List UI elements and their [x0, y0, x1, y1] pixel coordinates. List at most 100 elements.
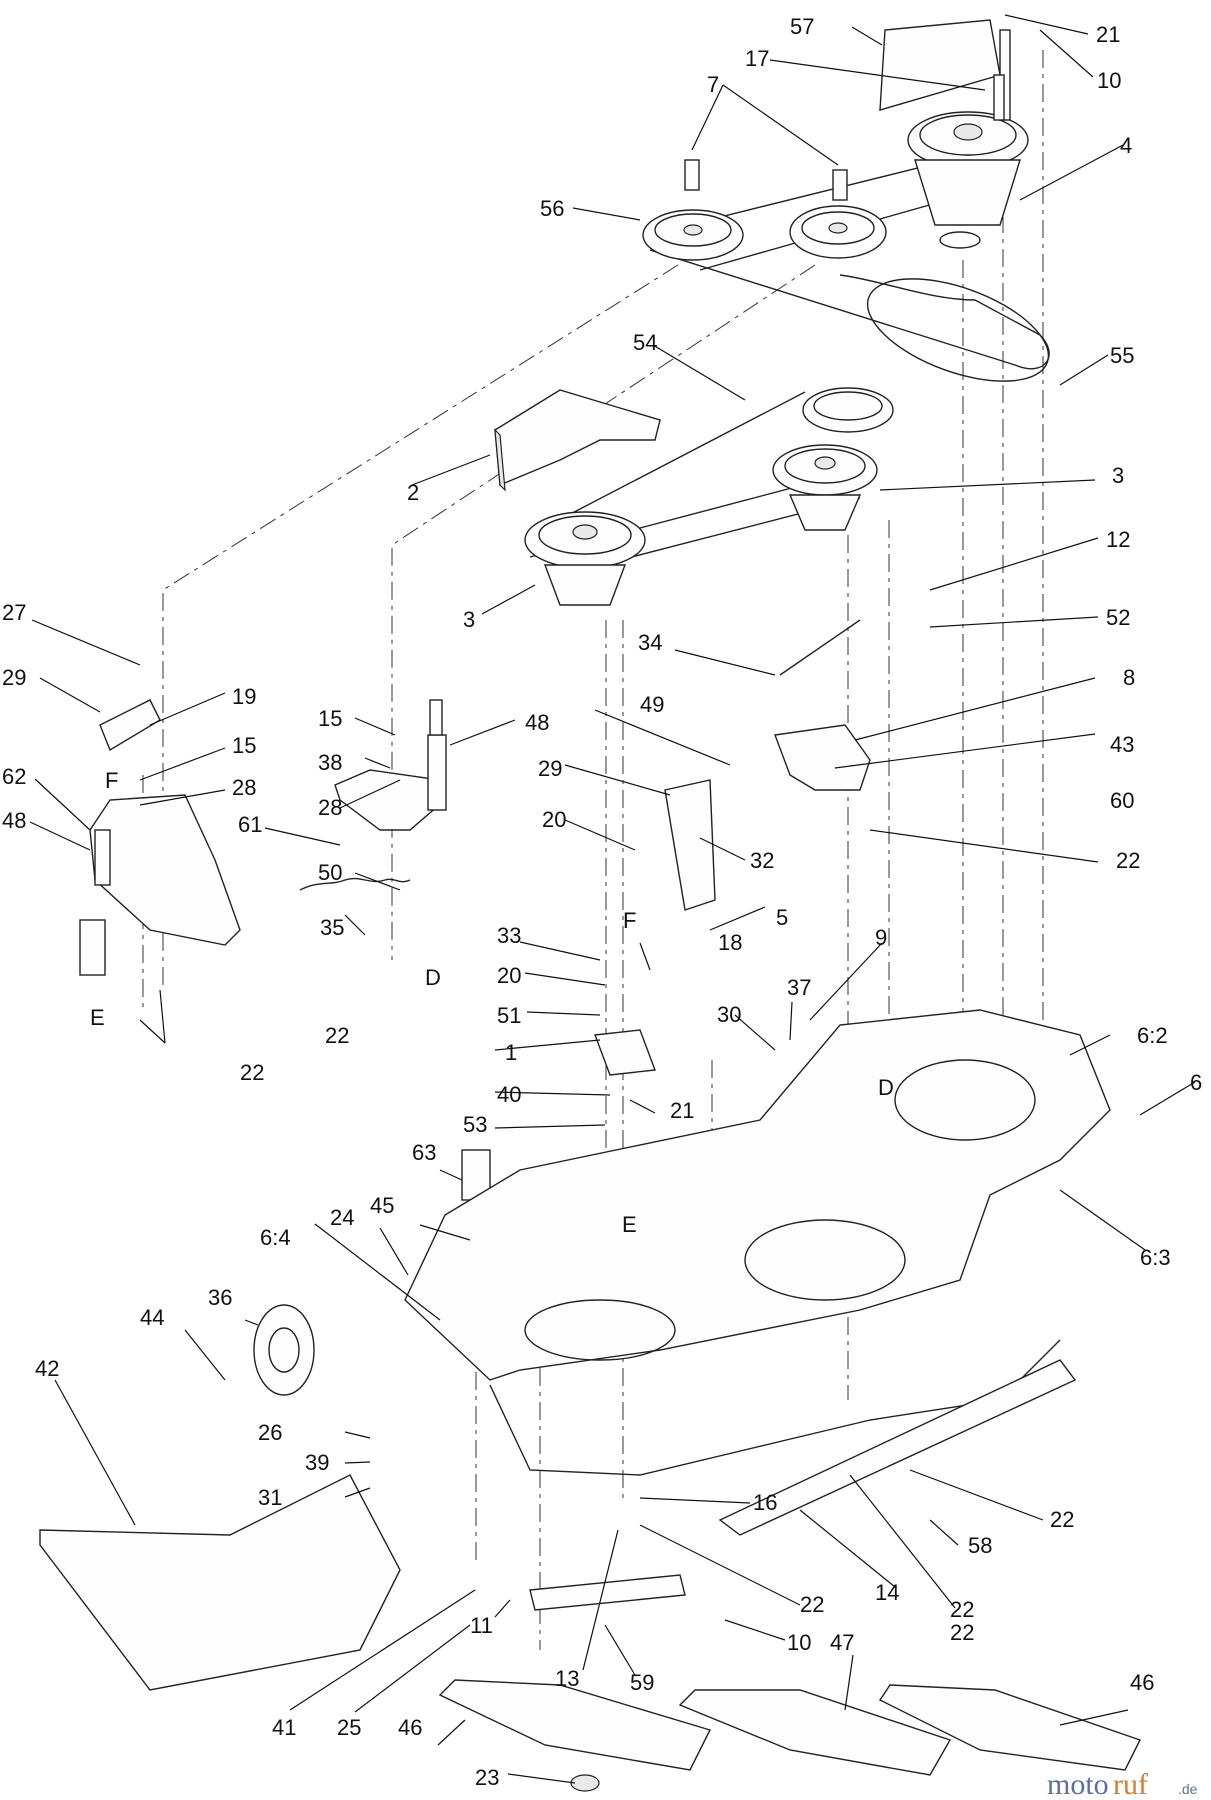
callout-52: 52	[1106, 605, 1130, 630]
callout-41: 41	[272, 1715, 296, 1740]
reference-letter-f-left: F	[105, 768, 118, 793]
callout-9: 9	[875, 925, 887, 950]
callout-19: 19	[232, 684, 256, 709]
blade-46-right	[878, 1684, 1141, 1771]
idler-60	[774, 724, 871, 791]
reference-letters: F E D F D E	[90, 768, 894, 1237]
baffle-59	[529, 1574, 686, 1611]
callout-35: 35	[320, 915, 344, 940]
callout-12: 12	[1106, 527, 1130, 552]
callout-20-center: 20	[497, 963, 521, 988]
callout-15: 15	[318, 706, 342, 731]
callout-22-left: 22	[325, 1023, 349, 1048]
watermark-part-2: ruf	[1113, 1768, 1148, 1800]
callout-21-center: 21	[670, 1098, 694, 1123]
callout-14: 14	[875, 1580, 899, 1605]
callout-22-right: 22	[1116, 848, 1140, 873]
callout-15-left: 15	[232, 733, 256, 758]
callout-22-bottom-center: 22	[800, 1592, 824, 1617]
blade-47-center	[678, 1689, 952, 1776]
spring-34	[779, 619, 861, 676]
callout-1: 1	[505, 1040, 517, 1065]
callout-63: 63	[412, 1140, 436, 1165]
callout-10: 10	[1097, 68, 1121, 93]
pulley-3-right	[772, 444, 878, 531]
callout-48-left: 48	[2, 808, 26, 833]
callout-20: 20	[542, 807, 566, 832]
callout-26: 26	[258, 1420, 282, 1445]
callout-27: 27	[2, 600, 26, 625]
callout-3-left: 3	[463, 607, 475, 632]
callout-10-bottom: 10	[787, 1630, 811, 1655]
baffle-58	[718, 1359, 1077, 1536]
callout-34: 34	[638, 630, 662, 655]
spring-35	[299, 877, 411, 891]
reference-letter-d-right: D	[878, 1075, 894, 1100]
reference-letter-e-center: E	[622, 1212, 637, 1237]
reference-letter-d-left: D	[425, 965, 441, 990]
bracket-62	[79, 794, 241, 976]
callout-48: 48	[525, 710, 549, 735]
pulley-center-top	[789, 205, 887, 259]
callout-11: 11	[470, 1613, 493, 1638]
leader-lines	[29, 14, 1196, 1784]
callout-43: 43	[1110, 732, 1134, 757]
callout-22-bottom-right: 22	[1050, 1507, 1074, 1532]
washer-23	[570, 1774, 600, 1792]
callout-55: 55	[1110, 343, 1134, 368]
callout-28-left: 28	[232, 775, 256, 800]
callout-54: 54	[633, 330, 657, 355]
callout-29: 29	[2, 665, 26, 690]
pulley-upper-right	[802, 387, 894, 433]
callout-24: 24	[330, 1205, 354, 1230]
callout-38: 38	[318, 750, 342, 775]
bracket-57	[879, 19, 1011, 121]
callout-25: 25	[337, 1715, 361, 1740]
blade-46-left	[438, 1679, 711, 1771]
callout-5: 5	[776, 905, 788, 930]
watermark-part-1: moto	[1047, 1768, 1109, 1800]
bolt-7a	[684, 159, 700, 191]
bolt-7b	[832, 169, 848, 201]
callout-42: 42	[35, 1356, 59, 1381]
callout-33: 33	[497, 923, 521, 948]
discharge-chute-42	[39, 1474, 401, 1691]
callout-53: 53	[463, 1112, 487, 1137]
callout-6-2: 6:2	[1137, 1023, 1168, 1048]
watermark-logo: moto ruf .de	[1047, 1768, 1198, 1800]
callout-28: 28	[318, 795, 342, 820]
bracket-1	[594, 1029, 656, 1076]
alignment-lines	[142, 45, 1044, 1650]
pulley-56	[642, 209, 744, 261]
callout-6-3: 6:3	[1140, 1245, 1171, 1270]
callout-22-extra: 22	[950, 1620, 974, 1645]
callout-45: 45	[370, 1193, 394, 1218]
callout-62: 62	[2, 764, 26, 789]
callout-22-far-left: 22	[240, 1060, 264, 1085]
callout-18: 18	[718, 930, 742, 955]
callout-13: 13	[555, 1666, 579, 1691]
callout-22-bottom: 22	[950, 1597, 974, 1622]
callout-8: 8	[1123, 665, 1135, 690]
callout-32: 32	[750, 848, 774, 873]
callout-49: 49	[640, 692, 664, 717]
callout-labels: 57 21 17 10 7 4 56 55 54 2 3 3 12 52 34 …	[2, 14, 1202, 1790]
callout-46-left: 46	[398, 1715, 422, 1740]
callout-2: 2	[407, 480, 419, 505]
callout-60: 60	[1110, 788, 1134, 813]
callout-16: 16	[753, 1490, 777, 1515]
callout-6: 6	[1190, 1070, 1202, 1095]
callout-31: 31	[258, 1485, 282, 1510]
callout-44: 44	[140, 1305, 164, 1330]
wheel-36	[253, 1304, 315, 1396]
pulley-4	[907, 111, 1029, 249]
callout-7: 7	[707, 72, 719, 97]
watermark-suffix: .de	[1178, 1781, 1198, 1797]
bracket-61	[334, 699, 447, 831]
callout-47: 47	[830, 1630, 854, 1655]
callout-6-4: 6:4	[260, 1225, 291, 1250]
callout-40: 40	[497, 1082, 521, 1107]
callout-4: 4	[1120, 133, 1132, 158]
callout-61: 61	[238, 812, 262, 837]
